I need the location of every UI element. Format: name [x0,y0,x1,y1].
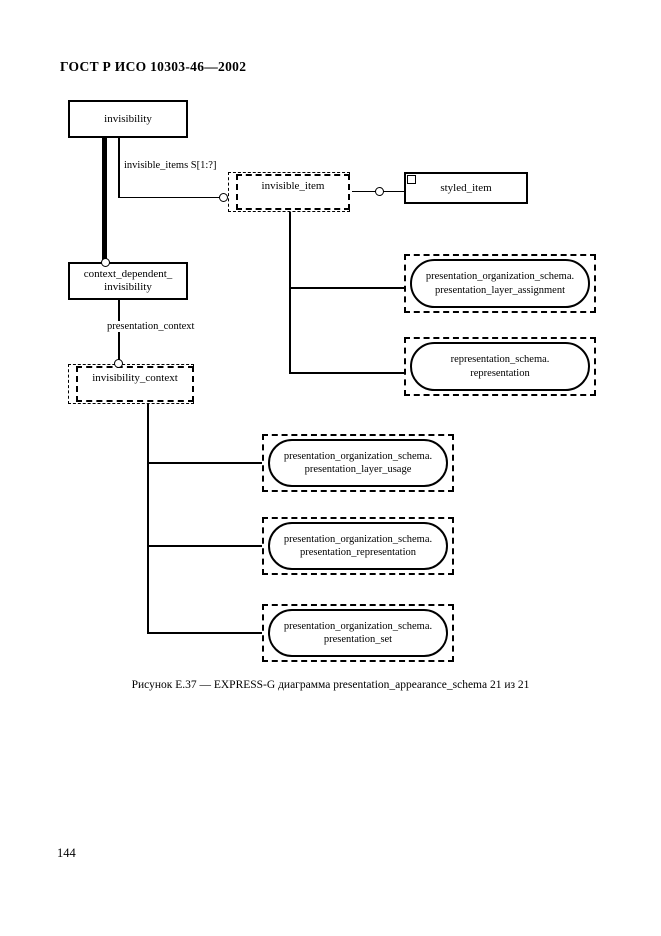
entity-box-styled-item[interactable]: styled_item [404,172,528,204]
schema-ref-presentation-layer-usage[interactable]: presentation_organization_schema. presen… [268,439,448,487]
schema-ref-label-presentation-representation: presentation_organization_schema. presen… [284,533,432,559]
invisible-items-vertical-line [118,137,120,198]
schema-ref-line1: representation_schema. [450,354,550,366]
entity-label-styled-item: styled_item [440,181,492,194]
branch-to-representation [289,372,405,374]
branch-to-presentation-set [147,632,263,634]
schema-ref-line1: presentation_organization_schema. [283,533,433,545]
figure-caption: Рисунок Е.37 — EXPRESS-G диаграмма prese… [131,679,530,691]
standard-header: ГОСТ Р ИСО 10303-46—2002 [60,59,247,74]
supertype-connector-circle [100,258,110,267]
supertype-connector-line [102,136,108,263]
entity-label-invisibility: invisibility [104,112,152,125]
branch-to-presentation-representation [147,545,263,547]
edge-label-invisible-items: invisible_items S[1:?] [124,160,217,171]
schema-ref-presentation-representation[interactable]: presentation_organization_schema. presen… [268,522,448,570]
branch-to-layer-assignment [289,287,405,289]
presentation-context-line [118,300,120,364]
entity-box-invisibility[interactable]: invisibility [68,100,188,138]
schema-ref-label-layer-usage: presentation_organization_schema. presen… [284,450,432,476]
reference-label-invisibility-context: invisibility_context [92,372,178,384]
styled-item-endpoint-circle [375,186,384,196]
schema-ref-line2: representation [470,367,530,379]
entity-label-context-dependent-invisibility: context_dependent_ invisibility [83,268,173,293]
schema-ref-line2: presentation_layer_assignment [434,284,566,296]
supertype-corner-marker-icon [407,175,416,184]
invisible-items-horizontal-line [118,196,222,199]
schema-ref-label-representation: representation_schema. representation [451,353,550,379]
schema-ref-representation[interactable]: representation_schema. representation [410,342,590,391]
schema-ref-line2: presentation_layer_usage [304,464,412,475]
edge-label-presentation-context: presentation_context [107,321,195,332]
entity-box-context-dependent-invisibility[interactable]: context_dependent_ invisibility [68,262,188,300]
invisibility-context-drop-line [147,400,149,634]
page-number: 144 [57,846,76,860]
schema-ref-label-layer-assignment: presentation_organization_schema. presen… [426,270,574,296]
schema-ref-line1: presentation_organization_schema. [283,450,433,462]
schema-ref-presentation-set[interactable]: presentation_organization_schema. presen… [268,609,448,657]
schema-ref-line2: presentation_set [323,634,393,645]
schema-ref-presentation-layer-assignment[interactable]: presentation_organization_schema. presen… [410,259,590,308]
schema-ref-line2: presentation_representation [299,547,417,558]
invisible-items-endpoint-circle [219,192,228,202]
branch-to-layer-usage [147,462,263,464]
schema-ref-label-presentation-set: presentation_organization_schema. presen… [284,620,432,646]
invisible-item-drop-line [289,212,291,374]
reference-box-invisible-item[interactable]: invisible_item [236,174,350,210]
reference-label-invisible-item: invisible_item [261,180,325,192]
presentation-context-endpoint-circle [113,359,123,368]
schema-ref-line1: presentation_organization_schema. [283,620,433,632]
reference-box-invisibility-context[interactable]: invisibility_context [76,366,194,402]
schema-ref-line1: presentation_organization_schema. [425,271,575,283]
